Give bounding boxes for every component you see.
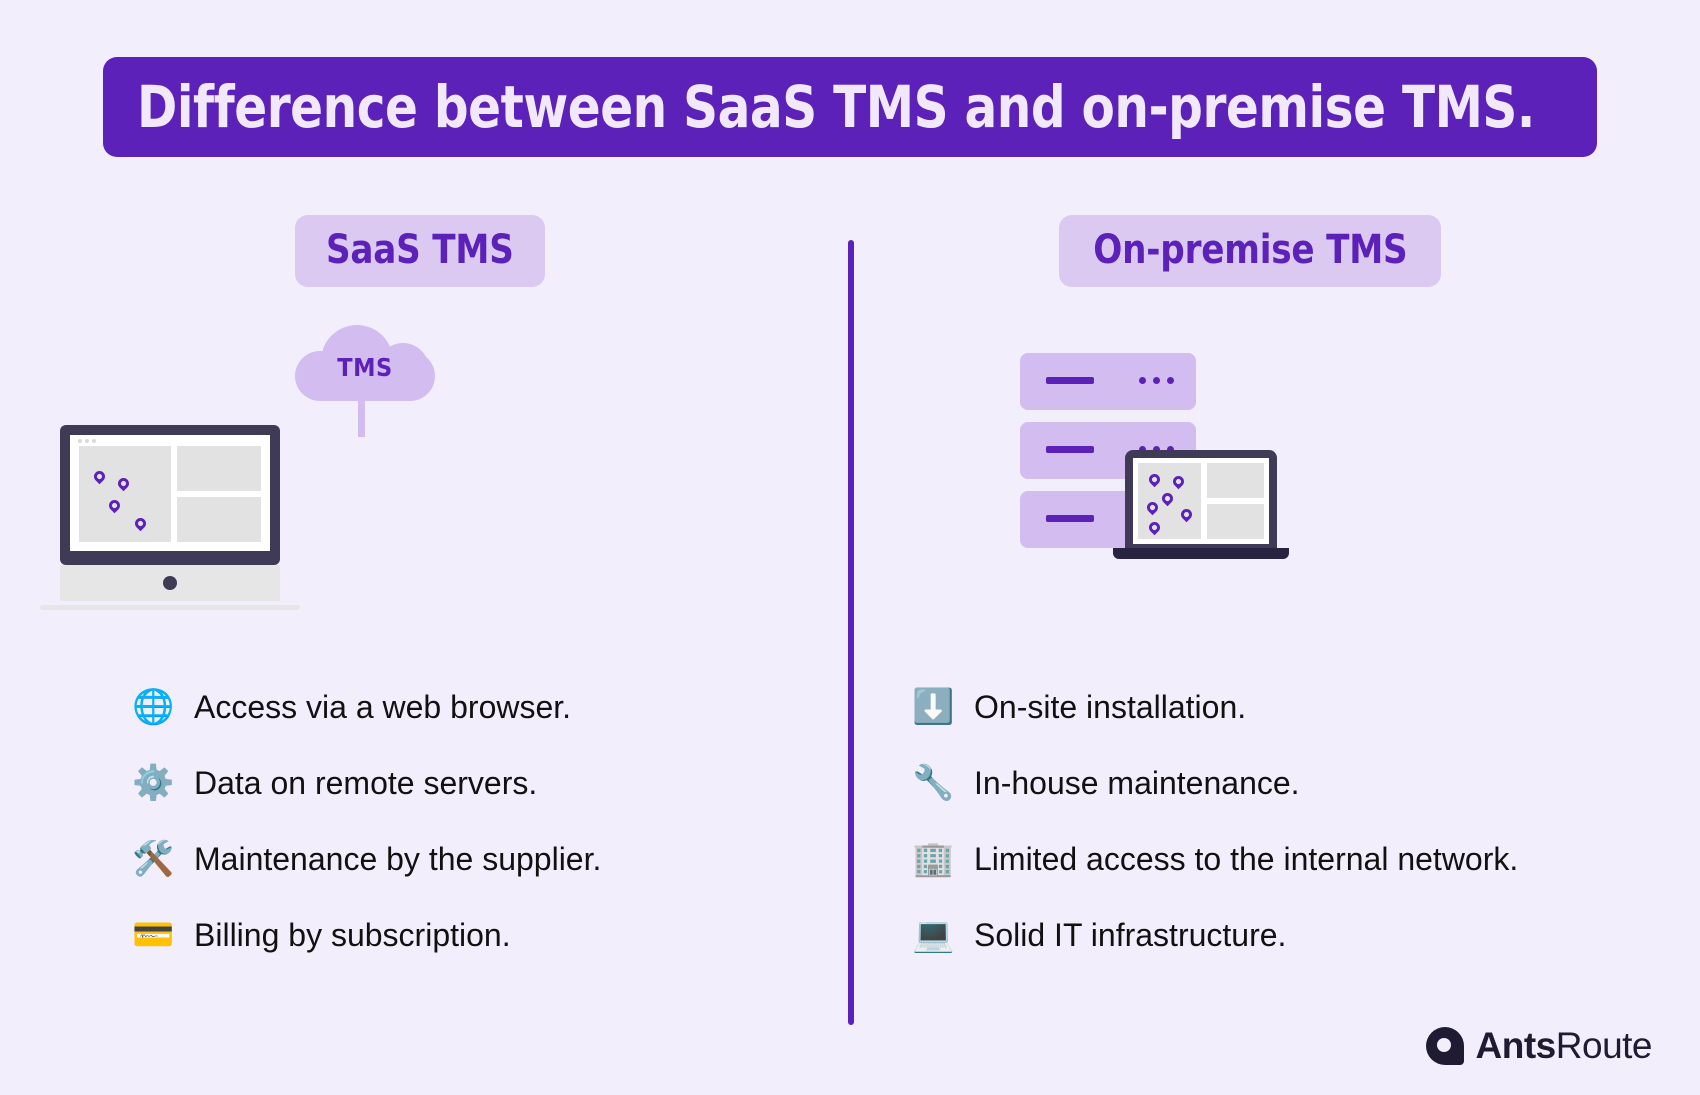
on-premise-heading-label: On-premise TMS [1092, 227, 1408, 273]
monitor-screen-layout [79, 446, 261, 542]
list-item-label: Access via a web browser. [194, 688, 572, 725]
brand-name-bold: Ants [1475, 1025, 1557, 1066]
laptop-panel-top [1207, 463, 1264, 498]
laptop-icon: 💻 [912, 915, 955, 955]
cloud-icon: TMS [295, 325, 435, 401]
wrench-icon: 🔧 [912, 763, 955, 803]
map-pin-icon [1145, 499, 1161, 516]
brand-logo: AntsRoute [1425, 1025, 1653, 1067]
cloud-label: TMS [337, 353, 393, 382]
map-pin-icon [1147, 471, 1163, 487]
saas-bullet-list: 🌐 Access via a web browser. ⚙️ Data on r… [40, 669, 840, 973]
on-premise-heading-wrap: On-premise TMS [860, 215, 1660, 287]
map-pin-icon [1170, 473, 1186, 490]
map-pin-icon [1178, 506, 1195, 522]
monitor-panel-bottom [177, 497, 261, 542]
laptop-side-panels [1207, 463, 1264, 539]
laptop-base [1113, 548, 1289, 559]
monitor-frame [60, 425, 280, 565]
column-on-premise: On-premise TMS [860, 215, 1660, 973]
list-item-label: Limited access to the internal network. [974, 840, 1519, 877]
laptop-panel-bottom [1207, 504, 1264, 539]
list-item: 💳 Billing by subscription. [132, 897, 840, 973]
on-premise-bullet-list: ⬇️ On-site installation. 🔧 In-house main… [860, 669, 1660, 973]
laptop-screen-layout [1138, 463, 1264, 539]
saas-heading-wrap: SaaS TMS [40, 215, 840, 287]
list-item-label: Data on remote servers. [194, 764, 538, 801]
column-saas: SaaS TMS TMS [40, 215, 840, 973]
list-item: ⚙️ Data on remote servers. [132, 745, 840, 821]
list-item: 🔧 In-house maintenance. [912, 745, 1660, 821]
server-rack-unit [1020, 353, 1196, 410]
list-item: 🛠️ Maintenance by the supplier. [132, 821, 840, 897]
list-item: 🌐 Access via a web browser. [132, 669, 840, 745]
list-item-label: On-site installation. [974, 688, 1247, 725]
laptop-illustration-icon [1113, 450, 1289, 559]
map-pin-icon [1147, 519, 1163, 536]
comparison-columns: SaaS TMS TMS [0, 215, 1700, 1025]
saas-heading-pill: SaaS TMS [295, 215, 545, 287]
rack-dots-icon [1139, 446, 1174, 453]
map-pin-icon [133, 515, 149, 532]
rack-bar [1046, 515, 1094, 522]
monitor-panel-top [177, 446, 261, 491]
office-building-icon: 🏢 [912, 839, 955, 879]
monitor-foot [40, 605, 300, 610]
laptop-map-panel [1138, 463, 1201, 539]
laptop-lid [1125, 450, 1277, 548]
monitor-map-panel [79, 446, 172, 542]
column-divider [848, 240, 854, 1025]
list-item-label: Solid IT infrastructure. [974, 916, 1287, 953]
brand-name-light: Route [1555, 1025, 1653, 1066]
gear-icon: ⚙️ [132, 763, 175, 803]
list-item: 🏢 Limited access to the internal network… [912, 821, 1660, 897]
list-item-label: In-house maintenance. [974, 764, 1300, 801]
desktop-monitor-icon [40, 425, 300, 610]
brand-name: AntsRoute [1475, 1025, 1653, 1067]
monitor-stand [60, 565, 280, 601]
on-premise-illustration [860, 325, 1660, 625]
on-premise-heading-pill: On-premise TMS [1058, 215, 1442, 287]
map-pin-icon [1159, 491, 1176, 507]
list-item: ⬇️ On-site installation. [912, 669, 1660, 745]
list-item: 💻 Solid IT infrastructure. [912, 897, 1660, 973]
map-pin-icon [106, 497, 122, 514]
laptop-screen [1133, 458, 1269, 544]
window-dots-icon [78, 439, 96, 443]
rack-dots-icon [1139, 377, 1174, 384]
globe-icon: 🌐 [132, 687, 175, 727]
credit-card-icon: 💳 [132, 915, 175, 955]
monitor-screen [70, 435, 270, 551]
ants-route-logo-icon [1425, 1027, 1464, 1065]
cloud-connector-line [358, 399, 365, 437]
hammer-wrench-icon: 🛠️ [132, 839, 175, 879]
rack-bar [1046, 377, 1094, 384]
cloud-body [295, 351, 435, 401]
map-pin-icon [91, 468, 108, 485]
list-item-label: Maintenance by the supplier. [194, 840, 602, 877]
rack-bar [1046, 446, 1094, 453]
download-arrow-icon: ⬇️ [912, 687, 955, 727]
page-title: Difference between SaaS TMS and on-premi… [137, 73, 1535, 141]
monitor-side-panels [177, 446, 261, 542]
map-pin-icon [115, 475, 132, 491]
title-banner: Difference between SaaS TMS and on-premi… [103, 57, 1597, 157]
saas-illustration: TMS [40, 325, 840, 625]
list-item-label: Billing by subscription. [194, 916, 511, 953]
saas-heading-label: SaaS TMS [326, 227, 514, 273]
